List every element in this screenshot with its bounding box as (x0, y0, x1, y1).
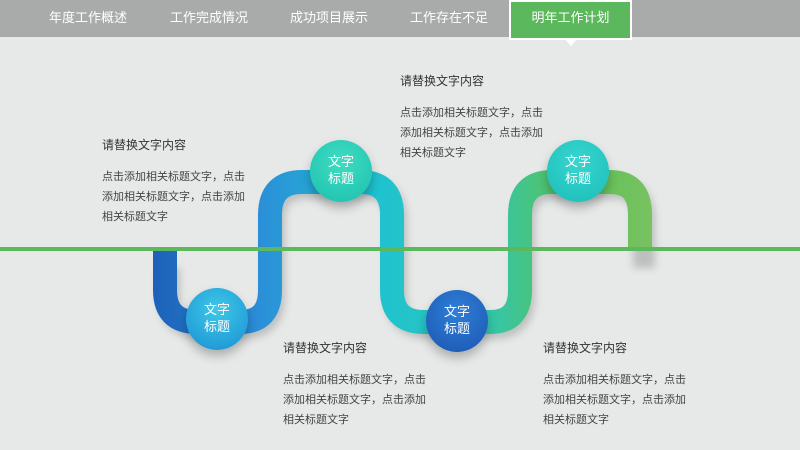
node-4-line1: 文字 (564, 155, 591, 170)
tab-successful-projects[interactable]: 成功项目展示 (289, 11, 368, 26)
note-1-title: 请替换文字内容 (102, 138, 187, 152)
note-3-title: 请替换文字内容 (283, 341, 368, 355)
note-3-body: 点击添加相关标题文字，点击添加相关标题文字，点击添加相关标题文字 (283, 373, 426, 426)
node-1-line2: 标题 (203, 320, 230, 335)
tab-work-shortcomings[interactable]: 工作存在不足 (409, 11, 488, 26)
node-3-line2: 标题 (443, 322, 470, 337)
note-1: 请替换文字内容 点击添加相关标题文字，点击添加相关标题文字，点击添加相关标题文字 (102, 136, 252, 227)
node-1-line1: 文字 (203, 303, 230, 318)
top-nav-bar: 年度工作概述 工作完成情况 成功项目展示 工作存在不足 明年工作计划 (0, 0, 800, 46)
tab-annual-overview[interactable]: 年度工作概述 (48, 11, 127, 26)
node-1[interactable]: 文字 标题 (186, 288, 248, 350)
note-2-body: 点击添加相关标题文字，点击添加相关标题文字，点击添加相关标题文字 (400, 106, 543, 159)
note-4-body: 点击添加相关标题文字，点击添加相关标题文字，点击添加相关标题文字 (543, 373, 686, 426)
node-2-line1: 文字 (327, 155, 354, 170)
node-3[interactable]: 文字 标题 (426, 290, 488, 352)
node-4-line2: 标题 (564, 172, 591, 187)
node-2[interactable]: 文字 标题 (310, 140, 372, 202)
node-2-line2: 标题 (327, 172, 354, 187)
node-3-line1: 文字 (443, 305, 470, 320)
note-2: 请替换文字内容 点击添加相关标题文字，点击添加相关标题文字，点击添加相关标题文字 (400, 72, 550, 163)
note-4-title: 请替换文字内容 (543, 341, 628, 355)
tab-work-completion[interactable]: 工作完成情况 (169, 11, 248, 26)
note-3: 请替换文字内容 点击添加相关标题文字，点击添加相关标题文字，点击添加相关标题文字 (283, 339, 433, 430)
node-4[interactable]: 文字 标题 (547, 140, 609, 202)
note-1-body: 点击添加相关标题文字，点击添加相关标题文字，点击添加相关标题文字 (102, 170, 245, 223)
note-4: 请替换文字内容 点击添加相关标题文字，点击添加相关标题文字，点击添加相关标题文字 (543, 339, 693, 430)
wave-ribbon (153, 170, 652, 334)
horizontal-baseline (0, 247, 800, 251)
note-2-title: 请替换文字内容 (400, 74, 485, 88)
tab-next-year-plan[interactable]: 明年工作计划 (509, 0, 632, 46)
